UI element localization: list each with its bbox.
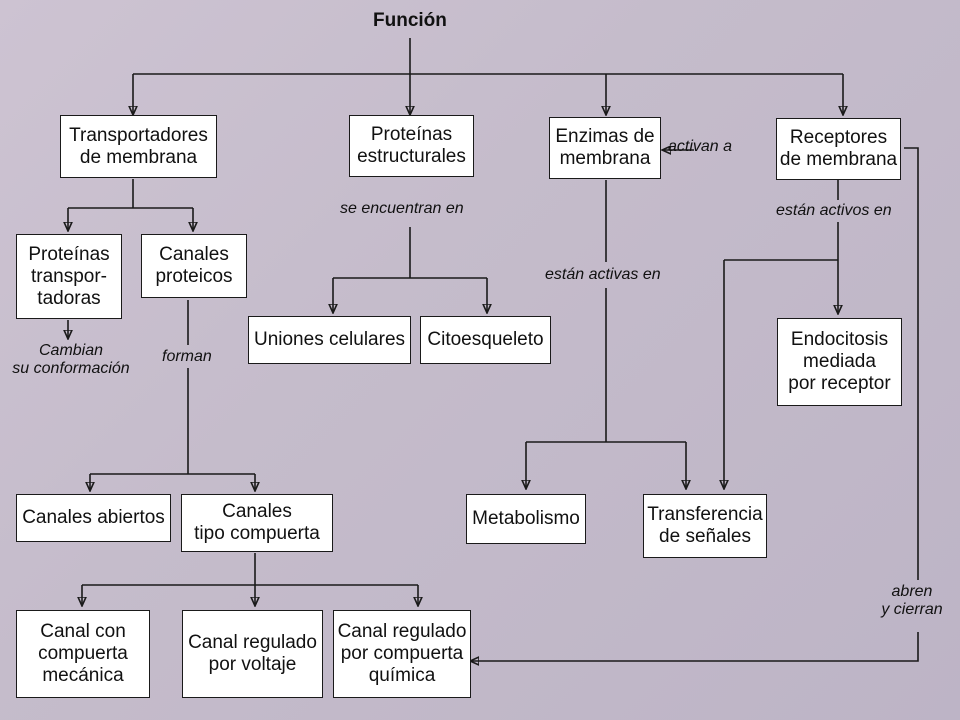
diagram-title: Función: [373, 10, 447, 31]
node-uniones: Uniones celulares: [248, 316, 411, 364]
edge-abren-down: [471, 632, 919, 661]
node-endocitosis: Endocitosis mediada por receptor: [777, 318, 902, 406]
node-enzimas: Enzimas de membrana: [549, 117, 661, 179]
label-activan-a: activan a: [668, 138, 733, 155]
label-cambian: Cambian su conformación: [12, 342, 130, 377]
edge-abren-up: [904, 147, 919, 580]
node-canal-quimica: Canal regulado por compuerta química: [333, 610, 471, 698]
node-canales-compuerta: Canales tipo compuerta: [181, 494, 333, 552]
label-estan-activos-en: están activos en: [776, 202, 892, 219]
label-abren-y-cierran: abren y cierran: [881, 583, 943, 618]
label-forman: forman: [162, 348, 212, 365]
label-se-encuentran-en: se encuentran en: [340, 200, 464, 217]
node-canal-mecanica: Canal con compuerta mecánica: [16, 610, 150, 698]
node-transportadores: Transportadores de membrana: [60, 115, 217, 178]
node-canales-proteicos: Canales proteicos: [141, 234, 247, 298]
label-estan-activas-en: están activas en: [545, 266, 661, 283]
node-metabolismo: Metabolismo: [466, 494, 586, 544]
node-estructurales: Proteínas estructurales: [349, 115, 474, 177]
node-citoesqueleto: Citoesqueleto: [420, 316, 551, 364]
node-canales-abiertos: Canales abiertos: [16, 494, 171, 542]
node-canal-voltaje: Canal regulado por voltaje: [182, 610, 323, 698]
node-receptores: Receptores de membrana: [776, 118, 901, 180]
node-proteinas-transportadoras: Proteínas transpor- tadoras: [16, 234, 122, 319]
node-transferencia: Transferencia de señales: [643, 494, 767, 558]
